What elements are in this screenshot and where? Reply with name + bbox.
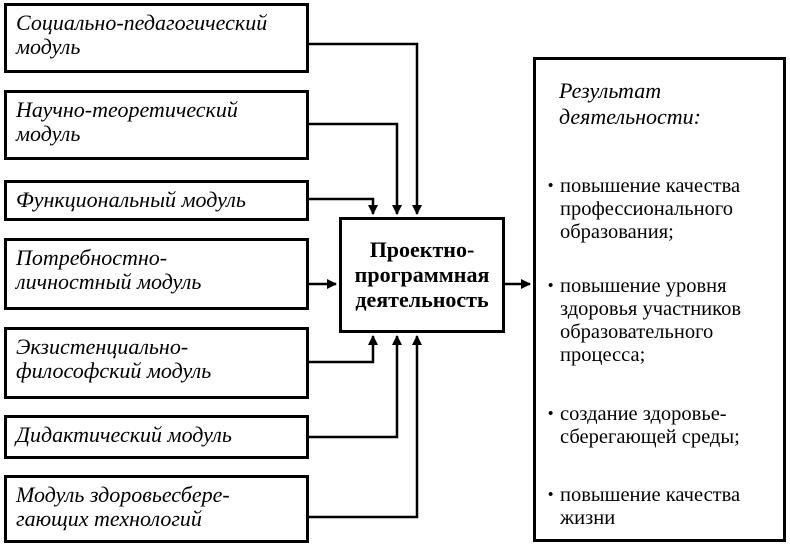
result-title-line-2: деятельности:	[559, 104, 701, 129]
result-item-2-line-3: образовательного	[560, 321, 714, 343]
result-title: Результат деятельности:	[559, 78, 701, 130]
module-1-line-1: Социально-педагогический	[16, 10, 268, 35]
module-box-social-pedagogical: Социально-педагогический модуль	[4, 3, 309, 73]
module-box-didactic: Дидактический модуль	[4, 415, 309, 459]
result-box: Результат деятельности: • повышение каче…	[533, 57, 786, 542]
result-item-1: • повышение качества профессионального о…	[544, 175, 740, 244]
module-2-line-1: Научно-теоретический	[16, 97, 238, 122]
module-box-health-saving: Модуль здоровьесбере- гающих технологий	[4, 475, 309, 543]
module-1-line-2: модуль	[16, 34, 81, 59]
result-title-line-1: Результат	[559, 78, 662, 103]
module-3-line-1: Функциональный модуль	[16, 187, 246, 212]
bullet-3: •	[548, 406, 554, 422]
module-4-line-1: Потребностно-	[16, 245, 168, 270]
result-item-3-line-2: сберегающей среды;	[560, 426, 740, 448]
arrow-module-6	[309, 335, 402, 439]
bullet-4: •	[548, 487, 554, 503]
center-line-1: Проектно-	[369, 237, 475, 262]
module-6-line-1: Дидактический модуль	[16, 422, 232, 447]
result-item-3-line-1: создание здоровье-	[560, 403, 727, 425]
result-item-4-line-2: жизни	[560, 507, 616, 529]
module-box-functional: Функциональный модуль	[4, 180, 309, 221]
module-7-line-1: Модуль здоровьесбере-	[16, 482, 230, 507]
bullet-1: •	[548, 178, 554, 194]
module-5-line-1: Экзистенциально-	[16, 334, 189, 359]
center-line-3: деятельность	[355, 287, 489, 312]
arrow-module-2	[309, 122, 402, 215]
arrow-module-7	[309, 335, 422, 519]
result-item-2-line-4: процесса;	[560, 344, 646, 366]
center-box-project-program-activity: Проектно- программная деятельность	[339, 217, 505, 333]
module-2-line-2: модуль	[16, 121, 81, 146]
arrow-module-5	[309, 335, 378, 364]
bullet-2: •	[548, 278, 554, 294]
arrow-module-3	[309, 197, 378, 215]
result-item-1-line-1: повышение качества	[560, 175, 741, 197]
module-5-line-2: философский модуль	[16, 358, 212, 383]
result-item-3: • создание здоровье- сберегающей среды;	[544, 403, 740, 449]
result-item-2-line-2: здоровья участников	[560, 298, 741, 320]
result-item-2-line-1: повышение уровня	[560, 275, 727, 297]
module-box-scientific-theoretical: Научно-теоретический модуль	[4, 90, 309, 160]
center-line-2: программная	[354, 262, 490, 287]
arrow-module-1	[309, 42, 422, 215]
module-4-line-2: личностный модуль	[16, 269, 202, 294]
module-box-existential-philosophical: Экзистенциально- философский модуль	[4, 327, 309, 399]
result-item-1-line-3: образования;	[560, 221, 674, 243]
module-box-needs-personal: Потребностно- личностный модуль	[4, 238, 309, 310]
result-item-4-line-1: повышение качества	[560, 484, 741, 506]
module-7-line-2: гающих технологий	[16, 506, 202, 531]
result-item-4: • повышение качества жизни	[544, 484, 740, 530]
result-item-1-line-2: профессионального	[560, 198, 733, 220]
result-item-2: • повышение уровня здоровья участников о…	[544, 275, 741, 367]
